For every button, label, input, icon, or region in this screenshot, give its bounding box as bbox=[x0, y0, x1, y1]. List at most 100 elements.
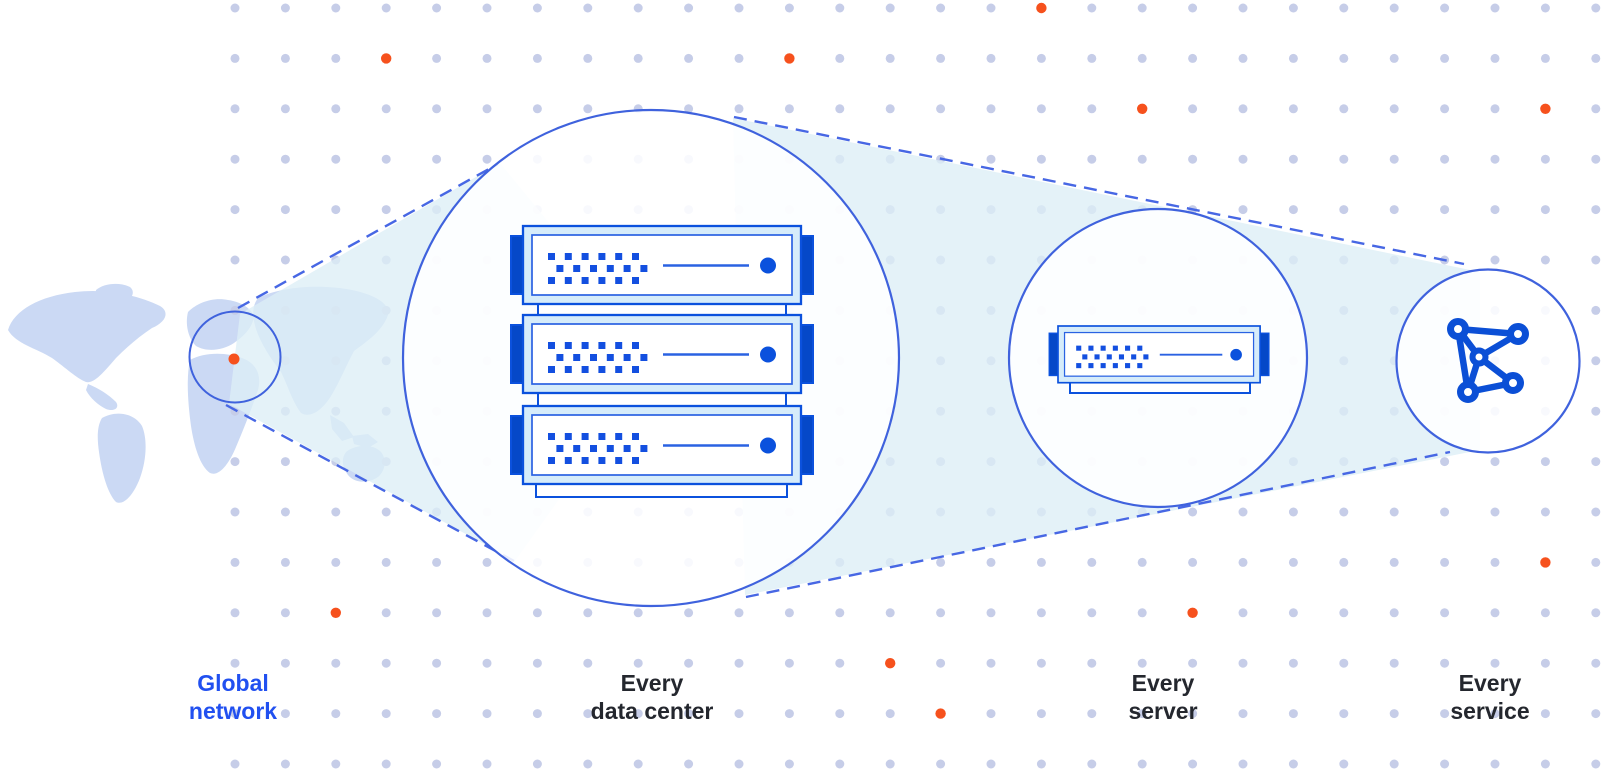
grid-dot bbox=[1591, 53, 1601, 63]
grid-dot bbox=[1490, 255, 1500, 265]
grid-dot bbox=[1238, 205, 1248, 215]
grid-dot bbox=[1288, 205, 1298, 215]
grid-dot bbox=[1540, 457, 1550, 467]
grid-dot bbox=[986, 709, 996, 719]
grid-dot bbox=[331, 507, 341, 517]
grid-dot bbox=[1288, 154, 1298, 164]
grid-dot bbox=[1540, 53, 1550, 63]
grid-dot bbox=[432, 53, 442, 63]
grid-dot bbox=[1440, 658, 1450, 668]
grid-dot bbox=[1087, 557, 1097, 567]
grid-dot bbox=[230, 507, 240, 517]
grid-dot bbox=[1591, 759, 1601, 769]
grid-dot bbox=[1288, 759, 1298, 769]
grid-dot bbox=[1591, 406, 1601, 416]
grid-dot bbox=[1339, 759, 1349, 769]
grid-dot bbox=[1137, 557, 1147, 567]
grid-dot bbox=[1288, 53, 1298, 63]
grid-dot bbox=[482, 53, 492, 63]
grid-dot bbox=[885, 759, 895, 769]
grid-dot bbox=[1036, 608, 1046, 618]
accent-dot bbox=[1036, 2, 1047, 14]
accent-dot bbox=[784, 53, 795, 64]
grid-dot bbox=[885, 709, 895, 719]
grid-dot bbox=[1440, 3, 1450, 13]
accent-dot bbox=[330, 607, 341, 618]
grid-dot bbox=[986, 557, 996, 567]
grid-dot bbox=[230, 104, 240, 114]
grid-dot bbox=[1137, 154, 1147, 164]
grid-dot bbox=[734, 759, 744, 769]
grid-dot bbox=[633, 53, 643, 63]
grid-dot bbox=[331, 104, 341, 114]
grid-dot bbox=[1137, 3, 1147, 13]
grid-dot bbox=[1389, 658, 1399, 668]
grid-dot bbox=[734, 104, 744, 114]
grid-dot bbox=[1288, 658, 1298, 668]
grid-dot bbox=[986, 154, 996, 164]
grid-dot bbox=[1238, 53, 1248, 63]
grid-dot bbox=[684, 709, 694, 719]
grid-dot bbox=[482, 709, 492, 719]
grid-dot bbox=[1339, 557, 1349, 567]
grid-dot bbox=[280, 658, 290, 668]
grid-dot bbox=[583, 53, 593, 63]
stage-every-data-center bbox=[401, 108, 901, 608]
grid-dot bbox=[1036, 658, 1046, 668]
grid-dot bbox=[1440, 557, 1450, 567]
grid-dot bbox=[331, 557, 341, 567]
grid-dot bbox=[381, 658, 391, 668]
grid-dot bbox=[1389, 608, 1399, 618]
grid-dot bbox=[734, 709, 744, 719]
grid-dot bbox=[230, 154, 240, 164]
grid-dot bbox=[633, 759, 643, 769]
stage-labels: Global network Every data center Every s… bbox=[189, 670, 1530, 724]
grid-dot bbox=[381, 608, 391, 618]
grid-dot bbox=[784, 608, 794, 618]
grid-dot bbox=[583, 608, 593, 618]
label-data-center-line1: Every bbox=[621, 670, 684, 696]
grid-dot bbox=[280, 154, 290, 164]
grid-dot bbox=[583, 658, 593, 668]
label-service-line2: service bbox=[1450, 698, 1529, 724]
grid-dot bbox=[1490, 205, 1500, 215]
grid-dot bbox=[280, 759, 290, 769]
grid-dot bbox=[432, 3, 442, 13]
grid-dot bbox=[230, 557, 240, 567]
grid-dot bbox=[1188, 507, 1198, 517]
stage-global-network bbox=[188, 310, 282, 404]
grid-dot bbox=[684, 759, 694, 769]
zoom-guide-line bbox=[237, 162, 499, 310]
grid-dot bbox=[1188, 104, 1198, 114]
grid-dot bbox=[1440, 759, 1450, 769]
label-global-network-line2: network bbox=[189, 698, 277, 724]
grid-dot bbox=[1440, 53, 1450, 63]
map-focus-circle bbox=[188, 310, 282, 404]
grid-dot bbox=[1490, 3, 1500, 13]
grid-dot bbox=[1540, 709, 1550, 719]
grid-dot bbox=[936, 104, 946, 114]
mesh-network-icon bbox=[1447, 318, 1529, 403]
grid-dot bbox=[1540, 608, 1550, 618]
grid-dot bbox=[684, 53, 694, 63]
grid-dot bbox=[230, 53, 240, 63]
grid-dot bbox=[1238, 759, 1248, 769]
grid-dot bbox=[1540, 3, 1550, 13]
grid-dot bbox=[280, 507, 290, 517]
grid-dot bbox=[1440, 154, 1450, 164]
label-server-line2: server bbox=[1128, 698, 1197, 724]
grid-dot bbox=[835, 104, 845, 114]
grid-dot bbox=[1339, 3, 1349, 13]
grid-dot bbox=[1591, 305, 1601, 315]
grid-dot bbox=[1389, 53, 1399, 63]
grid-dot bbox=[784, 759, 794, 769]
grid-dot bbox=[482, 104, 492, 114]
grid-dot bbox=[1591, 557, 1601, 567]
grid-dot bbox=[734, 53, 744, 63]
grid-dot bbox=[1440, 507, 1450, 517]
grid-dot bbox=[734, 608, 744, 618]
grid-dot bbox=[1440, 104, 1450, 114]
grid-dot bbox=[1288, 507, 1298, 517]
grid-dot bbox=[1591, 658, 1601, 668]
